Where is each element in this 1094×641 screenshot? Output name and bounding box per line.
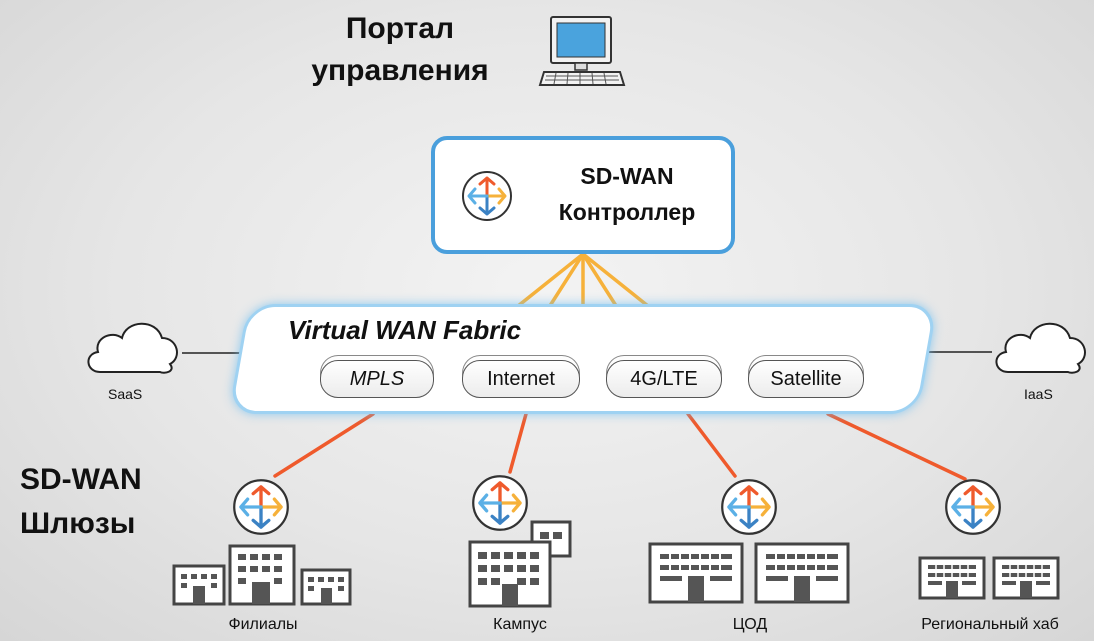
- controller-fabric-link: [544, 252, 585, 314]
- controller-box[interactable]: [431, 136, 735, 254]
- gateways-title-line1: SD-WAN: [20, 463, 142, 496]
- sdwan-router-icon[interactable]: [720, 478, 778, 536]
- cloud-icon: [87, 322, 178, 374]
- cloud-label-iaas: IaaS: [1024, 386, 1053, 402]
- datacenter-buildings-icon: [648, 542, 850, 604]
- transport-mpls: MPLS: [320, 360, 434, 398]
- branch-buildings-icon: [172, 544, 352, 606]
- portal-title-line1: Портал: [345, 12, 455, 45]
- sdwan-router-icon[interactable]: [944, 478, 1002, 536]
- portal-title: Портал управления: [290, 8, 510, 92]
- site-label-campus: Кампус: [493, 616, 547, 633]
- sdwan-router-icon[interactable]: [232, 478, 290, 536]
- sdwan-router-icon[interactable]: [471, 474, 529, 532]
- computer-icon[interactable]: [536, 14, 628, 90]
- site-link-hub: [826, 412, 967, 481]
- gateways-title: SD-WAN Шлюзы: [20, 458, 142, 546]
- site-link-dc: [686, 412, 737, 478]
- cloud-icon: [995, 322, 1086, 374]
- transport-4g-lte: 4G/LTE: [606, 360, 722, 398]
- cloud-label-saas: SaaS: [108, 386, 143, 402]
- controller-fabric-link: [581, 252, 622, 314]
- site-link-branches: [273, 412, 375, 478]
- site-link-campus: [508, 412, 528, 474]
- controller-label-line2: Контроллер: [558, 199, 696, 225]
- fabric-title: Virtual WAN Fabric: [288, 315, 522, 345]
- site-label-regional-hub: Региональный хаб: [921, 616, 1059, 633]
- gateways-title-line2: Шлюзы: [20, 507, 136, 540]
- sdwan-router-icon: [462, 171, 512, 221]
- transport-internet: Internet: [462, 360, 580, 398]
- controller-label: SD-WAN Контроллер: [522, 158, 732, 230]
- site-label-datacenter: ЦОД: [732, 616, 768, 633]
- site-label-branches: Филиалы: [228, 616, 298, 633]
- regional-hub-buildings-icon: [918, 556, 1060, 600]
- controller-label-line1: SD-WAN: [580, 163, 674, 189]
- campus-building-icon: [468, 520, 572, 608]
- transport-satellite: Satellite: [748, 360, 864, 398]
- portal-title-line2: управления: [311, 54, 489, 87]
